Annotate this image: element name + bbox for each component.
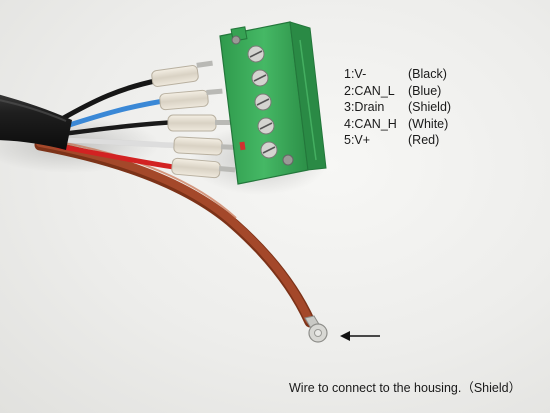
drain-wire-highlight <box>59 141 237 219</box>
ferrule-1 <box>151 60 213 87</box>
arrow-head <box>340 331 350 341</box>
wire-blue <box>57 97 173 131</box>
pin-row-3: 3:Drain (Shield) <box>344 99 451 116</box>
terminal-screws <box>247 45 278 159</box>
pin-label: 3:Drain <box>344 100 385 114</box>
cable-jacket-highlight <box>0 99 67 122</box>
pin-wire-color: (Red) <box>408 133 440 147</box>
ferrule-2 <box>159 88 223 111</box>
pin-row-5: 5:V+ (Red) <box>344 132 451 149</box>
housing-wire-caption: Wire to connect to the housing.（Shield） <box>289 381 522 395</box>
pin-wire-color: (White) <box>408 116 449 131</box>
pin-wire-color: (Blue) <box>408 83 442 98</box>
pin-wire-color: (Shield) <box>408 100 452 114</box>
red-marker <box>239 141 246 151</box>
ferrule-4 <box>173 136 238 156</box>
pin-row-1: 1:V- (Black) <box>344 66 451 83</box>
ring-terminal-hole <box>314 329 322 337</box>
wire-white-edge <box>61 137 186 149</box>
ferrule-3 <box>167 114 231 132</box>
pin-label: 5:V+ <box>344 133 371 147</box>
cable-jacket <box>0 94 72 150</box>
pin-wire-color: (Black) <box>408 67 447 81</box>
wire-white <box>59 137 188 149</box>
pin-label: 1:V- <box>344 67 367 81</box>
ferrule-5 <box>171 157 236 179</box>
pin-label: 4:CAN_H <box>344 116 397 131</box>
terminal-block <box>219 21 327 185</box>
pin-legend: 1:V- (Black) 2:CAN_L (Blue) 3:Drain (Shi… <box>344 66 451 149</box>
wire-red <box>55 143 183 171</box>
wire-black <box>57 77 163 123</box>
wire-drain-black <box>59 119 181 137</box>
pin-label: 2:CAN_L <box>344 83 395 98</box>
pin-row-4: 4:CAN_H (White) <box>344 116 451 133</box>
drain-wire <box>36 139 313 324</box>
pin-row-2: 2:CAN_L (Blue) <box>344 83 451 100</box>
